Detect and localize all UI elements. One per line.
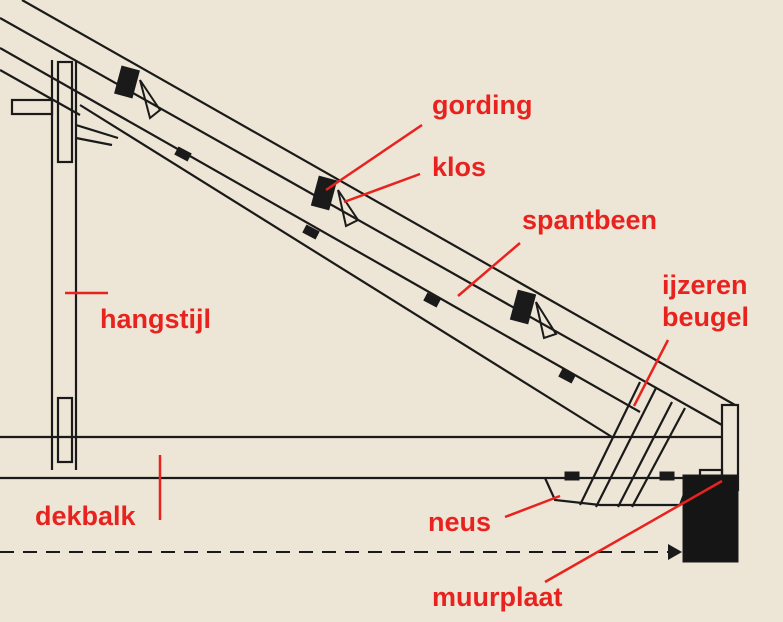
wall-block: [682, 474, 739, 563]
label-dekbalk: dekbalk: [35, 501, 136, 531]
klos-blocks: [139, 79, 558, 340]
gording-block: [310, 175, 338, 211]
gording-block: [509, 289, 537, 325]
label-ijzeren: ijzeren: [662, 270, 748, 300]
leader-lines: [65, 123, 723, 584]
label-muurplaat: muurplaat: [432, 582, 563, 612]
label-gording: gording: [432, 90, 533, 120]
gording-block: [114, 65, 140, 99]
roof-top-line: [21, 0, 736, 406]
spantbeen-upper-line: [0, 47, 641, 413]
neus-shape: [543, 477, 692, 507]
label-neus: neus: [428, 507, 492, 537]
label-beugel: beugel: [662, 302, 750, 332]
spantbeen-lower-line: [79, 104, 613, 438]
label-spantbeen: spantbeen: [522, 205, 658, 235]
label-klos: klos: [432, 152, 487, 182]
label-hangstijl: hangstijl: [100, 304, 212, 334]
